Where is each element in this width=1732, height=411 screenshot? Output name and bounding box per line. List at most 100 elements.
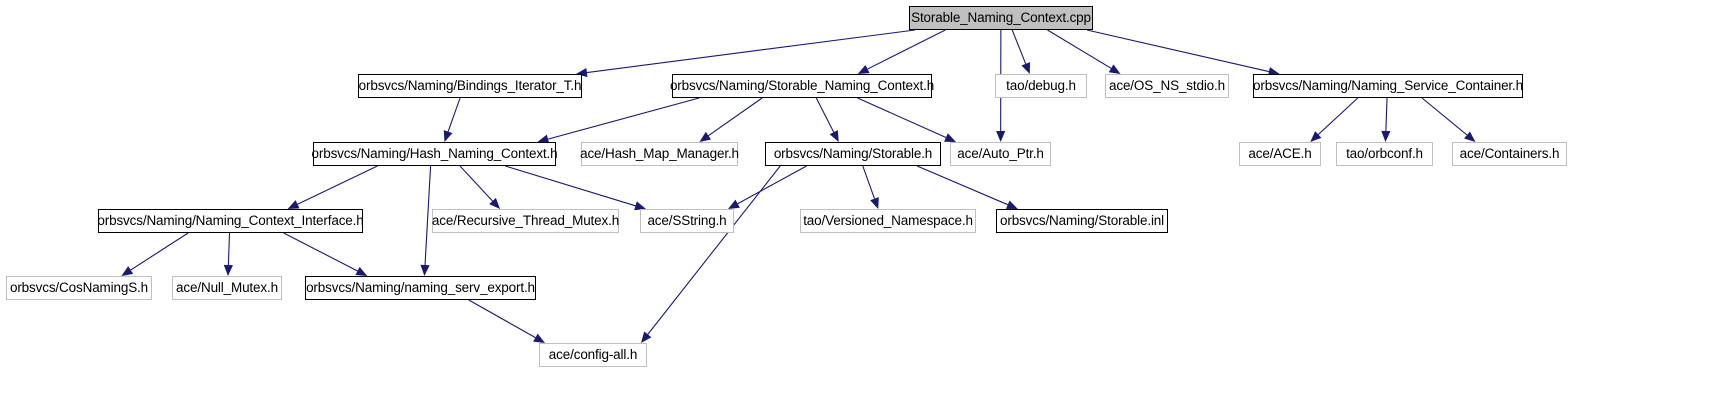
edge-arrowhead-icon	[996, 130, 1006, 142]
graph-node-label: ace/Auto_Ptr.h	[957, 146, 1044, 162]
edge-line	[547, 97, 700, 140]
graph-node-ace_ace[interactable]: ace/ACE.h	[1239, 142, 1321, 166]
graph-edge	[287, 165, 378, 209]
graph-node-label: ace/ACE.h	[1248, 146, 1312, 162]
edge-line	[857, 97, 947, 139]
graph-edge	[420, 165, 432, 276]
edge-line	[1047, 29, 1112, 69]
edge-arrowhead-icon	[857, 64, 870, 74]
graph-node-hash_nc[interactable]: orbsvcs/Naming/Hash_Naming_Context.h	[311, 142, 558, 166]
graph-edge	[223, 232, 233, 276]
edge-arrowhead-icon	[1108, 64, 1121, 74]
graph-node-label: ace/Recursive_Thread_Mutex.h	[431, 213, 620, 229]
edge-arrowhead-icon	[728, 199, 740, 209]
graph-edge	[815, 97, 839, 142]
edge-line	[283, 232, 358, 272]
edge-line	[1385, 97, 1388, 132]
edge-line	[297, 165, 378, 205]
edge-arrowhead-icon	[699, 131, 712, 142]
edge-arrowhead-icon	[829, 130, 839, 142]
edge-arrowhead-icon	[533, 333, 545, 343]
graph-edge	[537, 97, 700, 144]
graph-node-label: orbsvcs/Naming/Hash_Naming_Context.h	[311, 146, 558, 162]
edge-arrowhead-icon	[634, 201, 646, 211]
graph-node-label: orbsvcs/CosNamingS.h	[9, 280, 149, 296]
edge-line	[468, 299, 536, 339]
edge-line	[737, 165, 807, 205]
graph-node-label: orbsvcs/Naming/Bindings_Iterator_T.h	[358, 78, 582, 94]
graph-node-label: orbsvcs/Naming/Storable.h	[773, 146, 933, 162]
graph-node-debug[interactable]: tao/debug.h	[995, 74, 1087, 98]
graph-node-storable_inl[interactable]: orbsvcs/Naming/Storable.inl	[996, 209, 1168, 233]
graph-node-root[interactable]: Storable_Naming_Context.cpp	[909, 6, 1093, 30]
edge-line	[447, 97, 461, 132]
edge-line	[586, 29, 916, 74]
graph-edge	[468, 299, 545, 343]
graph-node-snc_h[interactable]: orbsvcs/Naming/Storable_Naming_Context.h	[669, 74, 935, 98]
edge-arrowhead-icon	[1381, 130, 1391, 142]
edge-line	[708, 97, 763, 137]
edge-arrowhead-icon	[537, 134, 550, 144]
edge-line	[862, 165, 876, 199]
edge-arrowhead-icon	[443, 130, 453, 142]
graph-node-bindings[interactable]: orbsvcs/Naming/Bindings_Iterator_T.h	[358, 74, 582, 98]
graph-node-containers[interactable]: ace/Containers.h	[1452, 142, 1567, 166]
graph-edge	[699, 97, 763, 142]
edge-arrowhead-icon	[420, 264, 430, 276]
graph-node-label: orbsvcs/Naming/Storable_Naming_Context.h	[669, 78, 935, 94]
graph-node-osnsstdio[interactable]: ace/OS_NS_stdio.h	[1105, 74, 1229, 98]
graph-edge	[283, 232, 368, 276]
edge-line	[815, 97, 835, 133]
graph-node-versioned[interactable]: tao/Versioned_Namespace.h	[800, 209, 976, 233]
graph-edge	[1011, 29, 1030, 74]
graph-node-nci[interactable]: orbsvcs/Naming/Naming_Context_Interface.…	[97, 209, 364, 233]
graph-node-recmutex[interactable]: ace/Recursive_Thread_Mutex.h	[432, 209, 619, 233]
edge-arrowhead-icon	[1267, 67, 1280, 77]
edge-line	[867, 29, 946, 70]
graph-node-label: ace/Null_Mutex.h	[176, 280, 278, 296]
graph-node-label: orbsvcs/Naming/Storable.inl	[999, 213, 1165, 229]
graph-edge	[1310, 97, 1359, 142]
graph-node-label: ace/Hash_Map_Manager.h	[580, 146, 739, 162]
graph-edge	[459, 165, 501, 209]
edge-line	[1317, 97, 1359, 135]
edge-arrowhead-icon	[641, 331, 652, 343]
graph-node-nullmutex[interactable]: ace/Null_Mutex.h	[172, 276, 282, 300]
graph-node-storable_h[interactable]: orbsvcs/Naming/Storable.h	[765, 142, 941, 166]
edge-line	[505, 165, 636, 207]
graph-node-nsc_h[interactable]: orbsvcs/Naming/Naming_Service_Container.…	[1253, 74, 1523, 98]
graph-node-configall[interactable]: ace/config-all.h	[539, 343, 647, 367]
edge-arrowhead-icon	[489, 197, 501, 209]
graph-edge	[916, 165, 1018, 209]
graph-node-sstring[interactable]: ace/SString.h	[640, 209, 734, 233]
edge-arrowhead-icon	[223, 264, 233, 276]
graph-edge	[857, 29, 946, 74]
graph-edge	[1086, 29, 1280, 77]
edge-line	[130, 232, 189, 271]
graph-node-cosnaming[interactable]: orbsvcs/CosNamingS.h	[6, 276, 152, 300]
edge-arrowhead-icon	[944, 133, 956, 142]
edge-arrowhead-icon	[1005, 200, 1018, 209]
graph-node-orbconf[interactable]: tao/orbconf.h	[1336, 142, 1433, 166]
edge-arrowhead-icon	[1021, 62, 1030, 74]
graph-edge	[728, 165, 807, 209]
graph-edge	[862, 165, 879, 209]
edge-line	[1086, 29, 1270, 73]
graph-node-label: ace/SString.h	[647, 213, 727, 229]
graph-edge	[576, 29, 916, 78]
graph-node-label: ace/config-all.h	[548, 347, 638, 363]
graph-node-nse[interactable]: orbsvcs/Naming/naming_serv_export.h	[305, 276, 536, 300]
edge-arrowhead-icon	[576, 68, 588, 78]
graph-edge	[1421, 97, 1476, 142]
graph-node-label: ace/Containers.h	[1459, 146, 1560, 162]
graph-edge	[1047, 29, 1121, 74]
graph-node-label: orbsvcs/Naming/naming_serv_export.h	[306, 280, 535, 296]
edge-arrowhead-icon	[870, 197, 879, 209]
graph-node-label: orbsvcs/Naming/Naming_Service_Container.…	[1253, 78, 1523, 94]
graph-node-autoptr[interactable]: ace/Auto_Ptr.h	[950, 142, 1051, 166]
graph-node-label: ace/OS_NS_stdio.h	[1108, 78, 1226, 94]
edge-line	[459, 165, 493, 202]
graph-node-hashmap[interactable]: ace/Hash_Map_Manager.h	[580, 142, 739, 166]
graph-edge	[1381, 97, 1391, 142]
